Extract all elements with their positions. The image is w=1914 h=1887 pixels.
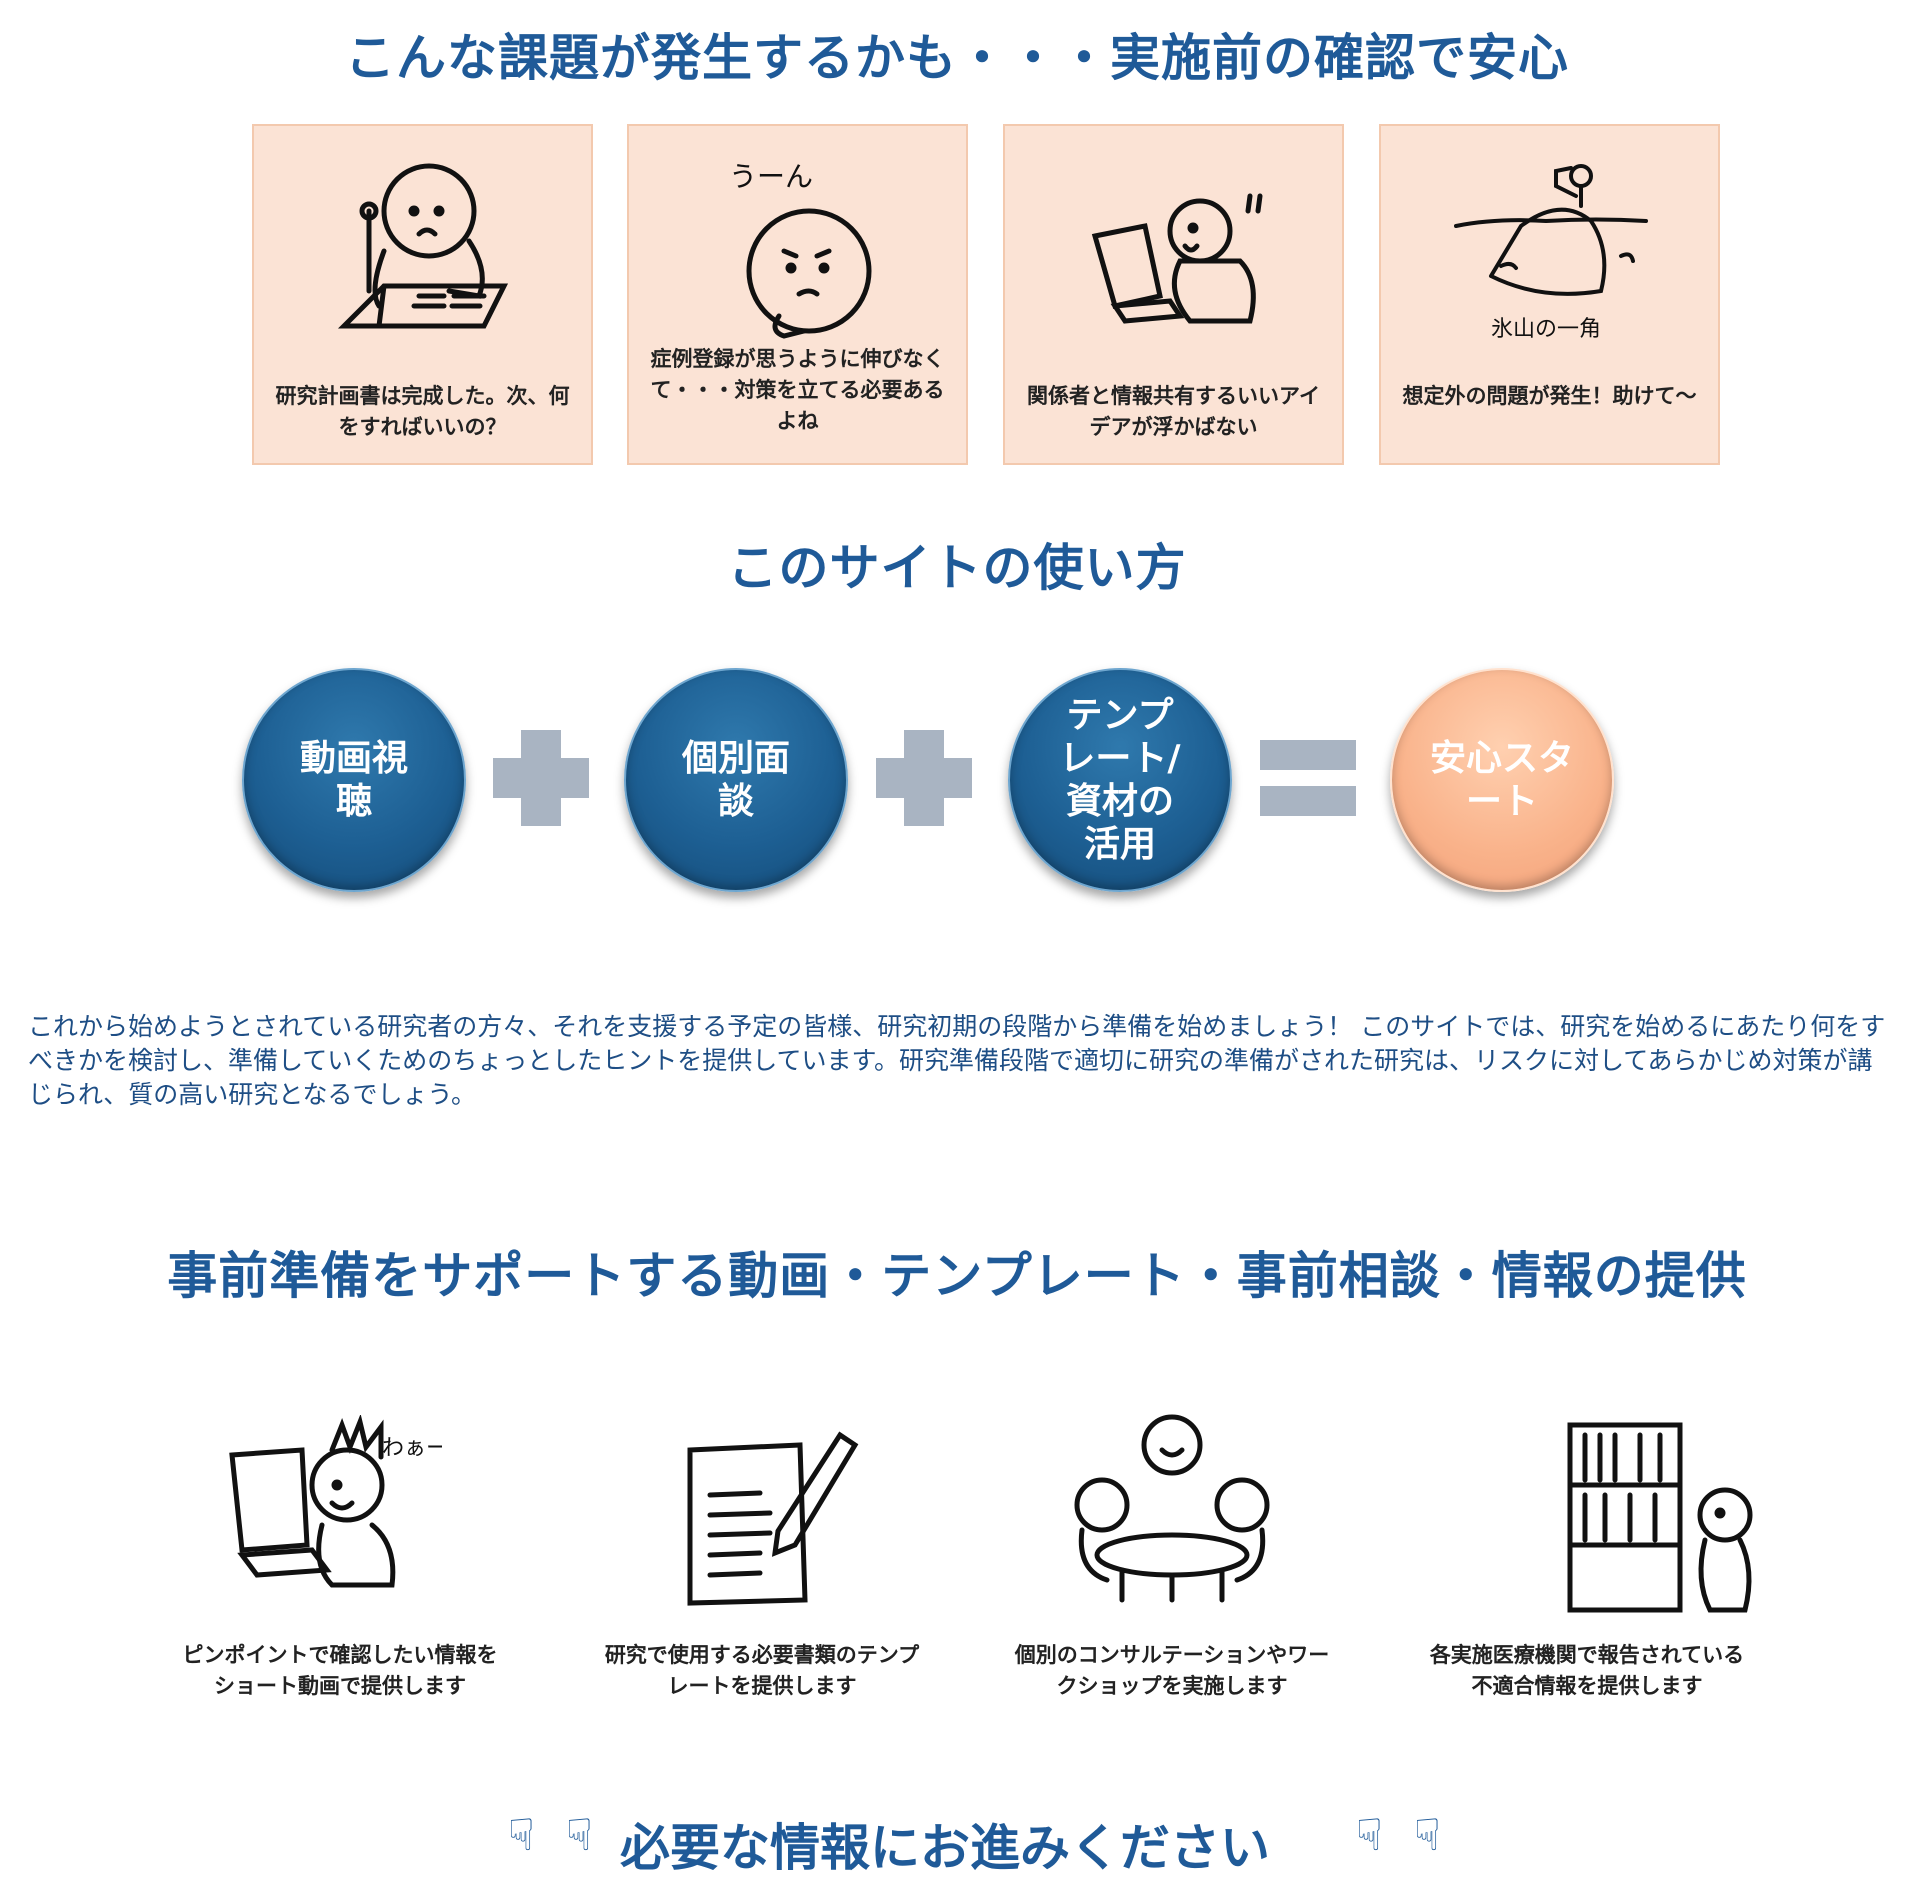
pointing-down-hand-icon: ☟ [508,1810,535,1861]
document-pen-icon [687,1431,859,1606]
pointing-down-hand-icon: ☟ [1414,1810,1441,1861]
step-templates: テンプレート/資材の活用 [1008,668,1232,892]
doodle-text: わぁー! [382,1436,442,1461]
bookshelf-icon [1567,1422,1753,1613]
problems-title: こんな課題が発生するかも・・・実施前の確認で安心 [345,29,1569,87]
step-label: テンプレート/資材の活用 [1059,695,1181,865]
problem-card-1: 研究計画書は完成した。次、何をすればいいの？ [252,124,593,465]
doodle-text: 氷山の一角 [1491,317,1601,342]
feature-caption: 個別のコンサルテーションやワークショップを実施します [1014,1643,1330,1698]
feature-caption: ピンポイントで確認したい情報をショート動画で提供します [182,1643,498,1698]
pointing-down-hand-icon: ☟ [566,1810,593,1861]
result-start: 安心スタート [1390,668,1614,892]
problem-caption: 症例登録が思うように伸びなくて・・・対策を立てる必要あるよね [650,347,945,433]
step-label: 動画視聴 [299,738,408,822]
cta-link[interactable]: 必要な情報にお進みください [620,1819,1270,1877]
step-video: 動画視聴 [242,668,466,892]
meeting-table-icon [1074,1414,1270,1603]
person-laptop-icon [1091,193,1263,324]
excited-laptop-icon: わぁー! [229,1415,442,1588]
problem-caption: 想定外の問題が発生！助けて〜 [1402,384,1697,408]
howto-title: このサイトの使い方 [727,539,1187,597]
iceberg-icon: 氷山の一角 [1454,164,1648,342]
result-label: 安心スタート [1429,738,1574,822]
feature-caption: 各実施医療機関で報告されている不適合情報を提供します [1429,1643,1745,1698]
step-label: 個別面談 [681,738,790,822]
problem-card-4: 氷山の一角 想定外の問題が発生！助けて〜 [1379,124,1720,465]
support-title: 事前準備をサポートする動画・テンプレート・事前相談・情報の提供 [167,1247,1747,1305]
doodle-text: うーん [729,160,813,193]
step-interview: 個別面談 [624,668,848,892]
worried-face-icon: うーん [729,160,872,339]
problem-caption: 研究計画書は完成した。次、何をすればいいの？ [275,384,570,439]
problem-card-3: 関係者と情報共有するいいアイデアが浮かばない [1003,124,1344,465]
problem-caption: 関係者と情報共有するいいアイデアが浮かばない [1027,384,1320,439]
intro-paragraph: これから始めようとされている研究者の方々、それを支援する予定の皆様、研究初期の段… [28,1012,1886,1109]
pointing-down-hand-icon: ☟ [1356,1810,1383,1861]
problem-card-2: うーん 症例登録が思うように伸びなくて・・・対策を立てる必要あるよね [627,124,968,465]
feature-caption: 研究で使用する必要書類のテンプレートを提供します [604,1643,920,1698]
person-writing-icon [337,163,509,329]
